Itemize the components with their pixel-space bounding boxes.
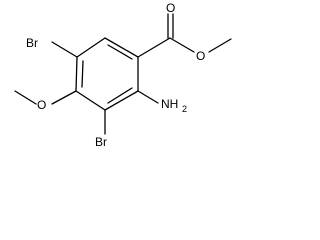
atom-o-carbonyl: O bbox=[166, 1, 175, 15]
atom-br-top: Br bbox=[26, 36, 38, 50]
atom-nh: NH bbox=[161, 97, 178, 111]
ring-bond-6 bbox=[75, 56, 78, 92]
ring-bond-4 bbox=[104, 90, 139, 111]
atom-br-bottom: Br bbox=[95, 135, 107, 149]
ring-bond-1 bbox=[76, 37, 106, 58]
ester-o-bond bbox=[169, 37, 195, 53]
ring-double-bond-2 bbox=[107, 87, 133, 104]
methoxy-o-bond bbox=[51, 90, 77, 105]
ester-group bbox=[137, 13, 232, 58]
methoxy-methyl-bond bbox=[14, 90, 37, 105]
benzene-ring bbox=[75, 37, 139, 111]
ring-bond-2 bbox=[104, 37, 139, 58]
amino-bond bbox=[137, 90, 159, 104]
ring-double-bond-3 bbox=[81, 60, 84, 88]
ring-bond-5 bbox=[75, 90, 106, 111]
chemical-structure: Br O O O NH 2 Br bbox=[14, 1, 232, 149]
atom-h2-subscript: 2 bbox=[182, 104, 187, 114]
ester-methyl-bond bbox=[208, 38, 232, 53]
ring-double-bond-1 bbox=[107, 44, 133, 60]
ester-c-bond bbox=[137, 37, 171, 58]
br-top-bond bbox=[51, 41, 78, 58]
atom-o-methoxy: O bbox=[37, 98, 46, 112]
atom-o-ester: O bbox=[196, 49, 205, 63]
